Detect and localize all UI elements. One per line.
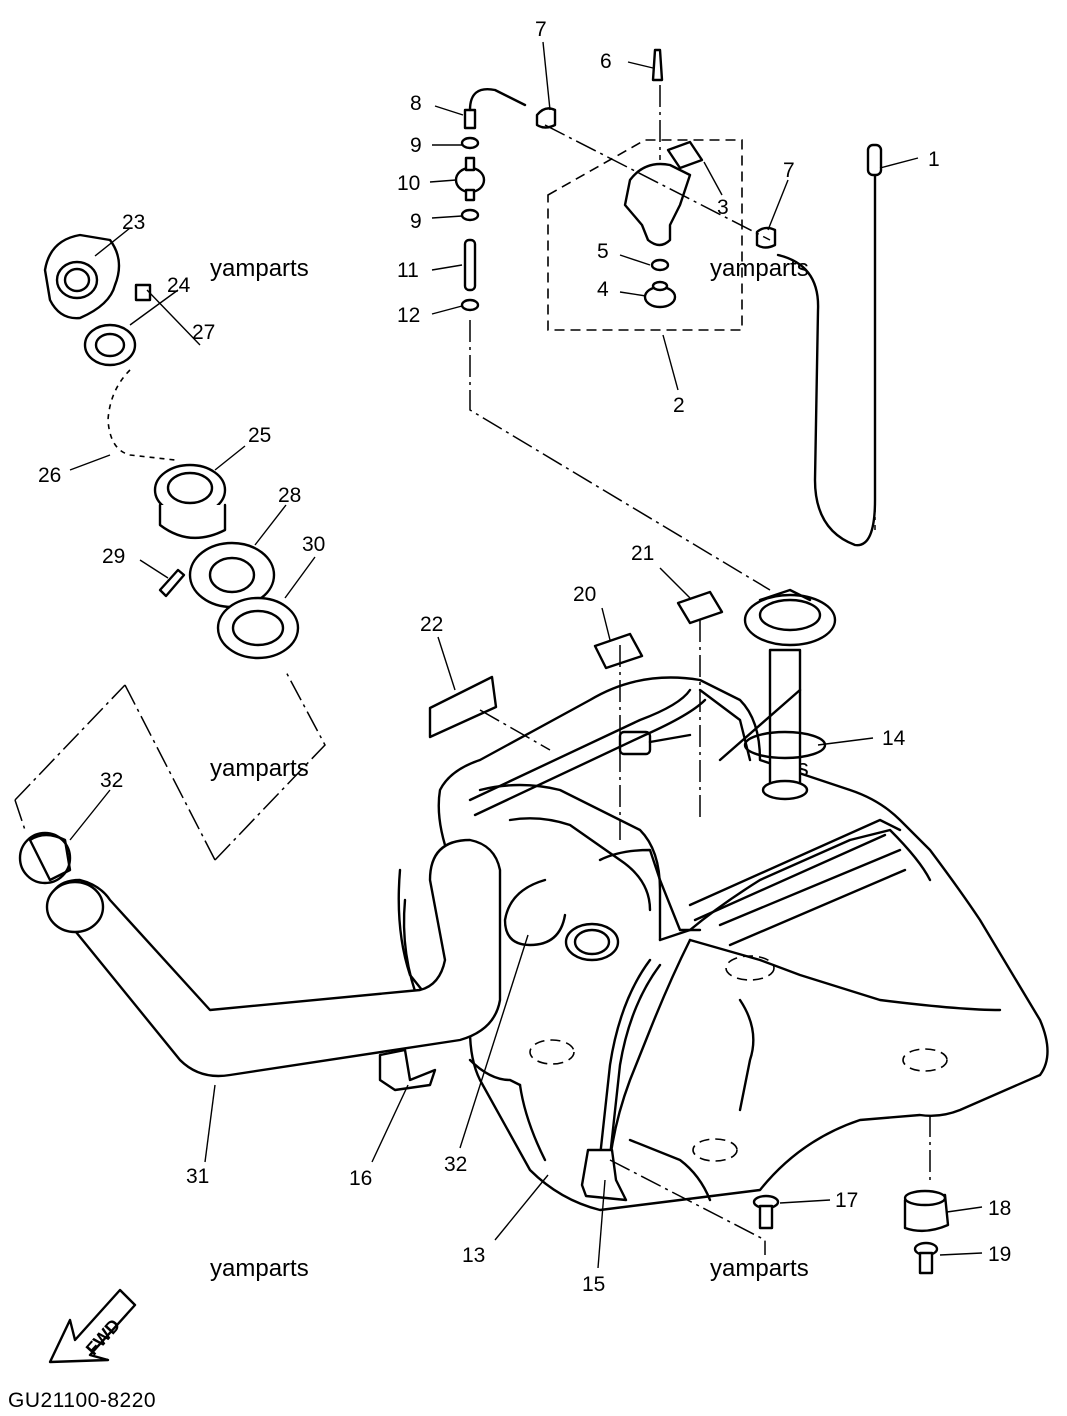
bolt-17 bbox=[752, 1194, 780, 1230]
hose-8-bend bbox=[468, 88, 527, 112]
label-16[interactable]: 16 bbox=[349, 1167, 372, 1190]
diagram-code: GU21100-8220 bbox=[8, 1389, 156, 1412]
decal-22 bbox=[428, 675, 498, 739]
damper-18 bbox=[903, 1189, 950, 1233]
bracket-15 bbox=[580, 1148, 628, 1202]
bolt-19 bbox=[913, 1241, 939, 1275]
tank-straps bbox=[402, 688, 902, 1177]
fuel-tank bbox=[397, 676, 1049, 1212]
fwd-arrow[interactable]: FWD bbox=[48, 1288, 137, 1364]
gasket-24 bbox=[83, 323, 137, 367]
assembly-centerlines bbox=[14, 85, 931, 1255]
label-15[interactable]: 15 bbox=[582, 1273, 605, 1296]
clip-9a bbox=[460, 136, 480, 150]
bolt-29 bbox=[158, 568, 186, 598]
pipe-8 bbox=[463, 108, 477, 130]
decal-21 bbox=[676, 590, 724, 625]
label-28[interactable]: 28 bbox=[278, 484, 301, 507]
label-32a[interactable]: 32 bbox=[100, 769, 123, 792]
clip-7a bbox=[535, 107, 557, 129]
label-31[interactable]: 31 bbox=[186, 1165, 209, 1188]
label-23[interactable]: 23 bbox=[122, 211, 145, 234]
label-13[interactable]: 13 bbox=[462, 1244, 485, 1267]
label-2[interactable]: 2 bbox=[673, 394, 685, 417]
watermark-3: yamparts bbox=[210, 755, 309, 782]
washer-5 bbox=[650, 258, 670, 272]
label-11[interactable]: 11 bbox=[397, 259, 419, 282]
label-4[interactable]: 4 bbox=[597, 278, 609, 301]
leader-lines bbox=[69, 41, 983, 1269]
filler-hose-31 bbox=[18, 831, 502, 1078]
label-7b[interactable]: 7 bbox=[783, 159, 795, 182]
label-26[interactable]: 26 bbox=[38, 464, 61, 487]
chain-26 bbox=[107, 369, 176, 461]
screw-27 bbox=[134, 283, 152, 302]
label-9b[interactable]: 9 bbox=[410, 210, 422, 233]
label-25[interactable]: 25 bbox=[248, 424, 271, 447]
label-5[interactable]: 5 bbox=[597, 240, 609, 263]
watermark-2: yamparts bbox=[710, 255, 809, 282]
label-10[interactable]: 10 bbox=[397, 172, 420, 195]
label-18[interactable]: 18 bbox=[988, 1197, 1011, 1220]
label-20[interactable]: 20 bbox=[573, 583, 596, 606]
label-8[interactable]: 8 bbox=[410, 92, 422, 115]
part-labels: 1 2 3 4 5 6 7 7 8 9 10 9 11 12 13 14 15 … bbox=[38, 18, 1011, 1296]
label-1[interactable]: 1 bbox=[928, 148, 940, 171]
label-27[interactable]: 27 bbox=[192, 321, 215, 344]
breather-pipe-1 bbox=[866, 143, 883, 177]
label-22[interactable]: 22 bbox=[420, 613, 443, 636]
label-32b[interactable]: 32 bbox=[444, 1153, 467, 1176]
watermark-5: yamparts bbox=[210, 1255, 309, 1282]
watermark-6: yamparts bbox=[710, 1255, 809, 1282]
breather-hose-1 bbox=[776, 158, 877, 547]
label-30[interactable]: 30 bbox=[302, 533, 325, 556]
filler-neck-25 bbox=[153, 463, 227, 540]
fuel-pump-top bbox=[618, 588, 837, 801]
decal-20 bbox=[593, 632, 644, 670]
label-3[interactable]: 3 bbox=[717, 196, 729, 219]
label-24[interactable]: 24 bbox=[167, 274, 191, 297]
grommet-30 bbox=[216, 596, 300, 660]
bracket-16 bbox=[378, 1048, 437, 1092]
label-6[interactable]: 6 bbox=[600, 50, 612, 73]
fuel-pump-assembly-outline bbox=[547, 139, 743, 331]
label-21[interactable]: 21 bbox=[631, 542, 654, 565]
clip-12 bbox=[460, 298, 480, 312]
pipe-11 bbox=[463, 238, 477, 292]
label-19[interactable]: 19 bbox=[988, 1243, 1011, 1266]
filter-10 bbox=[454, 156, 486, 202]
clip-9b bbox=[460, 208, 480, 222]
label-17[interactable]: 17 bbox=[835, 1189, 858, 1212]
filler-cap-23 bbox=[43, 233, 121, 320]
sensor-6 bbox=[651, 48, 664, 82]
label-7a[interactable]: 7 bbox=[535, 18, 547, 41]
label-14[interactable]: 14 bbox=[882, 727, 906, 750]
pump-body-3 bbox=[623, 140, 704, 247]
watermark-1: yamparts bbox=[210, 255, 309, 282]
nut-4 bbox=[643, 280, 677, 309]
label-9a[interactable]: 9 bbox=[410, 134, 422, 157]
label-12[interactable]: 12 bbox=[397, 304, 420, 327]
label-29[interactable]: 29 bbox=[102, 545, 125, 568]
